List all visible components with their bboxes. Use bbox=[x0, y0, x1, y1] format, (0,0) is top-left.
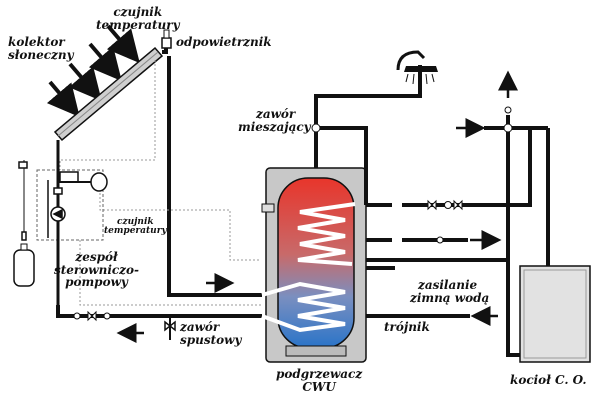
sun-rays-icon bbox=[46, 24, 140, 118]
air-vent bbox=[161, 29, 172, 49]
label-boiler: kocioł C. O. bbox=[510, 373, 587, 387]
mixing-valve bbox=[311, 123, 321, 133]
flow-arrow-icon bbox=[116, 273, 235, 343]
sensor-wires bbox=[59, 60, 262, 306]
boiler bbox=[519, 126, 591, 363]
cwu-heater bbox=[261, 167, 367, 363]
return-valves bbox=[73, 310, 111, 322]
solar-return-line bbox=[56, 305, 262, 318]
drain-valve bbox=[164, 316, 176, 340]
solar-collector bbox=[53, 46, 164, 142]
shower-icon bbox=[396, 50, 438, 85]
label-air-vent: odpowietrznik bbox=[176, 35, 272, 49]
boiler-line-valves bbox=[427, 106, 513, 244]
flow-arrow-icon bbox=[456, 70, 518, 326]
label-tee: trójnik bbox=[384, 320, 430, 334]
pump-unit-frame bbox=[36, 169, 104, 241]
collector-pipes bbox=[162, 44, 262, 297]
expansion-vessel bbox=[13, 243, 35, 287]
pump-unit bbox=[18, 140, 108, 305]
